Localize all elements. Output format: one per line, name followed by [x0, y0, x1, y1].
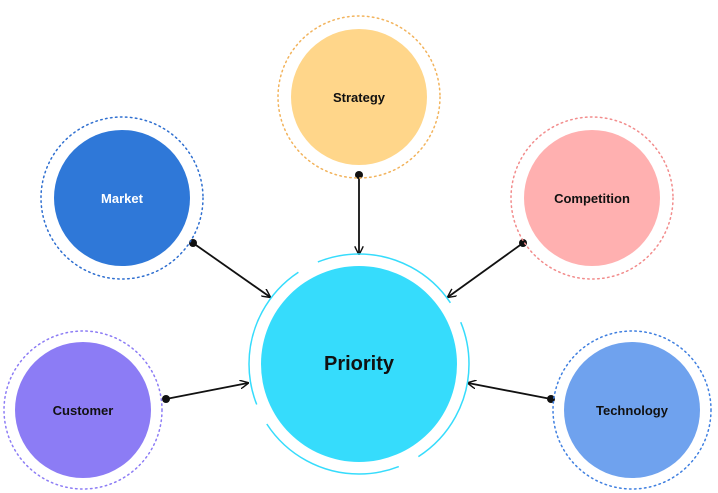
node-strategy: Strategy [277, 15, 441, 179]
node-strategy-label: Strategy [333, 90, 386, 105]
node-customer-circle [15, 342, 151, 478]
node-market-dotted-ring [40, 116, 204, 280]
node-customer-dotted-ring [3, 330, 163, 490]
connector-arrow [468, 383, 552, 400]
node-technology: Technology [552, 330, 712, 490]
node-market-label: Market [101, 191, 144, 206]
node-competition-dotted-ring [510, 116, 674, 280]
node-market-circle [54, 130, 190, 266]
connector-competition [448, 239, 527, 297]
connector-market [189, 239, 270, 297]
center-node: Priority [248, 253, 470, 475]
node-technology-circle [564, 342, 700, 478]
node-customer-label: Customer [53, 403, 114, 418]
connector-technology [468, 383, 555, 403]
node-customer: Customer [3, 330, 163, 490]
node-competition-circle [524, 130, 660, 266]
node-technology-dotted-ring [552, 330, 712, 490]
connector-strategy [355, 171, 363, 254]
connector-customer [162, 383, 248, 403]
node-technology-label: Technology [596, 403, 669, 418]
center-outer-ring [248, 253, 470, 475]
connector-arrow [165, 383, 248, 400]
node-competition: Competition [510, 116, 674, 280]
connector-arrow [192, 242, 270, 297]
node-strategy-circle [291, 29, 427, 165]
node-market: Market [40, 116, 204, 280]
connector-arrow [448, 242, 524, 297]
center-circle [261, 266, 457, 462]
center-label: Priority [324, 353, 395, 375]
connectors [162, 171, 555, 403]
node-strategy-dotted-ring [277, 15, 441, 179]
node-competition-label: Competition [554, 191, 630, 206]
